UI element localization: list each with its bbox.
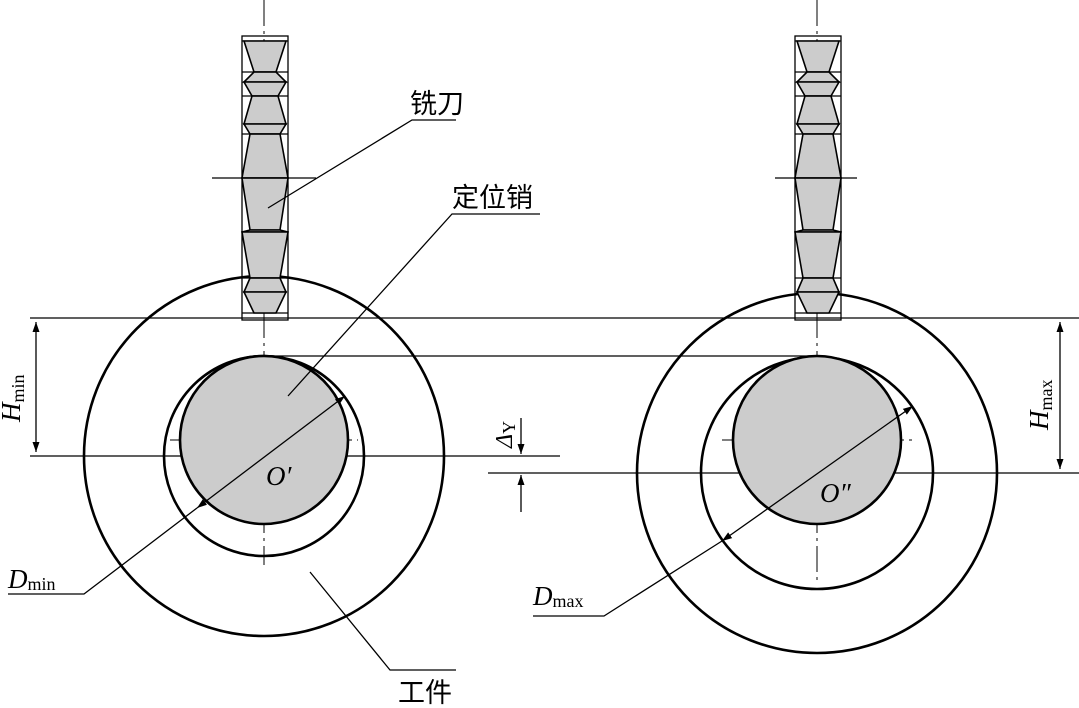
d-min-dimension-line [196,395,346,509]
delta-y-label: ΔY [492,421,519,449]
d-max-leader [533,540,723,617]
d-min-leader [8,507,198,595]
workpiece-label: 工件 [398,678,452,708]
o-double-prime-label: O″ [820,478,851,508]
left-locating-pin [178,354,350,526]
h-min-label: Hmin [0,374,28,423]
o-prime-label: O′ [266,461,292,491]
d-min-label: Dmin [7,564,56,594]
d-max-dimension-line [721,405,914,542]
cutter-leader [267,119,456,209]
h-max-label: Hmax [1024,380,1056,432]
left-milling-cutter [212,35,316,321]
workpiece-leader [309,571,456,671]
d-max-label: Dmax [532,581,584,611]
right-milling-cutter [775,35,857,321]
left-assembly: Hmin Dmin O′ [0,0,446,638]
pin-leader [287,213,540,397]
delta-y-dimension: ΔY [492,418,525,512]
cutter-label: 铣刀 [410,89,464,120]
right-assembly: Hmax Dmax O″ [532,0,1064,655]
pin-label: 定位销 [452,183,533,214]
right-locating-pin [731,354,903,526]
